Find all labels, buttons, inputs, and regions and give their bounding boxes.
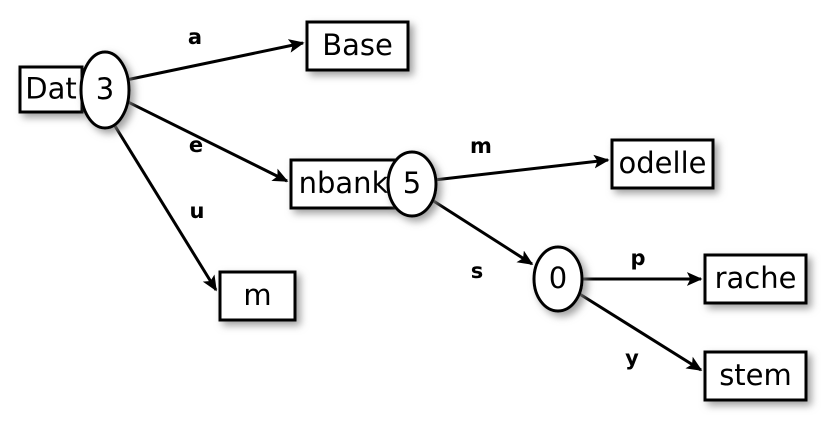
edge-y bbox=[577, 291, 703, 372]
node-label-base: Base bbox=[322, 28, 393, 62]
node-label-nbank: nbank bbox=[299, 166, 389, 200]
node-shape-m bbox=[218, 270, 297, 322]
edge-label-m: m bbox=[470, 134, 492, 158]
edge-u bbox=[113, 125, 218, 292]
node-rache[interactable]: rache bbox=[703, 253, 808, 305]
node-label-stem: stem bbox=[719, 358, 792, 392]
node-odelle[interactable]: odelle bbox=[610, 138, 715, 190]
edge-s bbox=[431, 198, 534, 266]
edge-line-a bbox=[125, 39, 305, 82]
node-shape-odelle bbox=[610, 138, 715, 190]
edge-label-a: a bbox=[188, 25, 202, 49]
node-dat[interactable]: Dat bbox=[18, 65, 84, 114]
edge-label-e: e bbox=[189, 133, 203, 157]
node-shape-stem bbox=[703, 350, 808, 402]
edge-line-u bbox=[113, 125, 218, 292]
node-n0[interactable]: 0 bbox=[532, 245, 584, 313]
node-label-m: m bbox=[243, 278, 271, 312]
node-label-dat: Dat bbox=[25, 72, 76, 106]
edge-label-y: y bbox=[625, 346, 639, 370]
node-shape-base bbox=[305, 20, 410, 72]
node-label-rache: rache bbox=[715, 261, 797, 295]
node-nbank[interactable]: nbank bbox=[289, 158, 398, 210]
edge-label-s: s bbox=[471, 259, 484, 283]
edge-m bbox=[433, 154, 610, 182]
node-n3[interactable]: 3 bbox=[79, 50, 131, 130]
edge-e bbox=[125, 99, 289, 183]
edge-label-p: p bbox=[630, 246, 645, 270]
node-shape-n3 bbox=[79, 50, 131, 130]
node-n5[interactable]: 5 bbox=[386, 150, 438, 218]
node-label-n5: 5 bbox=[403, 166, 421, 200]
node-shape-rache bbox=[703, 253, 808, 305]
edge-label-u: u bbox=[190, 199, 205, 223]
edge-line-s bbox=[431, 198, 534, 266]
node-stem[interactable]: stem bbox=[703, 350, 808, 402]
node-label-n0: 0 bbox=[549, 261, 567, 295]
node-shape-n5 bbox=[386, 150, 438, 218]
node-shape-n0 bbox=[532, 245, 584, 313]
edge-a bbox=[125, 39, 305, 82]
nodes-layer: Dat 3 Base nbank 5 m odelle 0 rache stem bbox=[18, 20, 808, 402]
edge-line-m bbox=[433, 154, 610, 182]
node-m[interactable]: m bbox=[218, 270, 297, 322]
edge-line-e bbox=[125, 99, 289, 183]
node-shape-nbank bbox=[289, 158, 398, 210]
node-base[interactable]: Base bbox=[305, 20, 410, 72]
edges-layer bbox=[113, 39, 703, 372]
node-label-odelle: odelle bbox=[619, 146, 707, 180]
node-shape-dat bbox=[18, 65, 84, 114]
edge-labels-layer: a e u m s p y bbox=[188, 25, 646, 370]
edge-line-y bbox=[577, 291, 703, 372]
node-label-n3: 3 bbox=[96, 72, 114, 106]
